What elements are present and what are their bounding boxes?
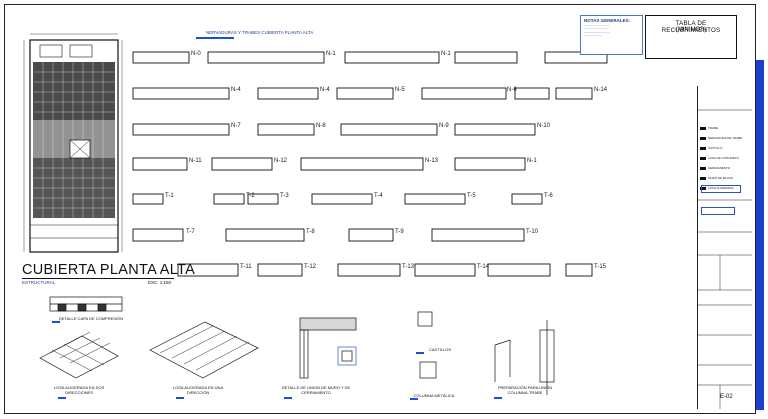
- title-block: TRABE NERVADURA DE TRABE CASTILLO LOSA D…: [697, 86, 750, 409]
- detail-caption-bar: [58, 397, 66, 399]
- beam-label: N-6: [507, 87, 517, 93]
- title-block-lines: [697, 109, 752, 409]
- cover-table: TABLA DE RECUBRIMIENTOS (MINIMOS): [645, 15, 737, 59]
- beam-label: T-5: [467, 193, 476, 199]
- beams-header-underline: [196, 37, 234, 39]
- detail-caption: PREPARACIÓN PARA UNIÓN COLUMNA-TRABE: [497, 385, 553, 395]
- notes-line: ——————————: [584, 24, 610, 27]
- beam-label: T-6: [544, 193, 553, 199]
- floor-plan: [23, 33, 123, 253]
- beam-label: N-9: [439, 123, 449, 129]
- main-scale: ESC: 1:150: [148, 280, 172, 285]
- beam-label: T-12: [304, 264, 317, 270]
- main-subtitle: ESTRUCTURAL: [22, 280, 56, 285]
- beam-elevations: [132, 51, 608, 277]
- notes-line: —————————: [584, 27, 608, 31]
- notes-line: ——————————: [584, 30, 610, 34]
- detail-caption-bar: [416, 352, 424, 354]
- detail-caption: DETALLE CAPA DE COMPRESIÓN: [58, 316, 124, 321]
- detail-caption: CASTILLOS: [428, 347, 451, 352]
- notes-line: ———————: [584, 34, 603, 38]
- detail-caption-bar: [284, 397, 292, 399]
- cover-table-title: TABLA DE RECUBRIMIENTOS: [661, 20, 721, 34]
- details: [39, 296, 555, 395]
- beam-label: N-5: [395, 87, 405, 93]
- legend-item: CERRAMIENTO: [700, 166, 730, 170]
- beam-label: N-7: [231, 123, 241, 129]
- legend-item: LOSA ALIGERADA: [700, 186, 734, 190]
- legend-item: NERVADURA DE TRABE: [700, 136, 742, 140]
- beam-label: T-13: [402, 264, 415, 270]
- beam-label: T-11: [240, 264, 252, 270]
- beam-label: T-10: [526, 229, 539, 235]
- general-notes-box: NOTAS GENERALES: —————————— ————————— ——…: [580, 15, 643, 55]
- detail-caption: COLUMNA METÁLICA: [413, 393, 455, 398]
- general-notes-title: NOTAS GENERALES:: [584, 18, 631, 23]
- beam-label: N-11: [189, 158, 202, 164]
- beam-label: T-14: [477, 264, 490, 270]
- beam-label: T-1: [165, 193, 174, 199]
- sheet-number: E-02: [720, 394, 733, 400]
- cover-table-subtitle: (MINIMOS): [675, 27, 707, 33]
- beam-label: N-0: [191, 51, 201, 57]
- beam-label: N-8: [316, 123, 326, 129]
- detail-caption-bar: [52, 321, 60, 323]
- beam-label: N-1: [527, 158, 537, 164]
- beam-label: N-10: [537, 123, 551, 129]
- sheet-edge-band: [756, 60, 764, 410]
- beam-label: N-13: [425, 158, 439, 164]
- legend-item: MURO DE BLOCK: [700, 176, 733, 180]
- main-title-underline: [22, 278, 174, 279]
- beam-label: N-12: [274, 158, 288, 164]
- legend-item: TRABE: [700, 126, 718, 130]
- beams-header: NERVADURAS Y TRABES CUBIERTA PLANTA ALTA: [206, 30, 314, 35]
- beam-label: N-4: [320, 87, 330, 93]
- beam-label: T-9: [395, 229, 404, 235]
- detail-caption: LOSA ALIGERADA EN DOS DIRECCIONES: [53, 385, 105, 395]
- title-block-blue-box: [701, 185, 741, 193]
- beam-label: T-2: [246, 193, 255, 199]
- detail-caption-bar: [494, 397, 502, 399]
- beam-label: T-8: [306, 229, 315, 235]
- title-block-blue-box: [701, 207, 735, 215]
- detail-caption: LOSA ALIGERADA EN UNA DIRECCIÓN: [172, 385, 224, 395]
- drawing-sheet: [4, 4, 756, 414]
- legend-item: CASTILLO: [700, 146, 723, 150]
- beam-label: T-7: [186, 229, 195, 235]
- legend-item: LOSA DE CONCRETO: [700, 156, 739, 160]
- beam-label: N-1: [441, 51, 451, 57]
- beam-label: N-14: [594, 87, 608, 93]
- detail-caption-bar: [410, 398, 418, 400]
- beam-label: T-4: [374, 193, 383, 199]
- beam-label: N-1: [326, 51, 336, 57]
- beam-label: N-4: [231, 87, 241, 93]
- detail-caption: DETALLE DE UNION DE MURO Y DE CERRAMIENT…: [281, 385, 351, 395]
- main-title: CUBIERTA PLANTA ALTA: [22, 262, 196, 278]
- detail-caption-bar: [176, 397, 184, 399]
- beam-label: T-3: [280, 193, 289, 199]
- beam-label: T-15: [594, 264, 607, 270]
